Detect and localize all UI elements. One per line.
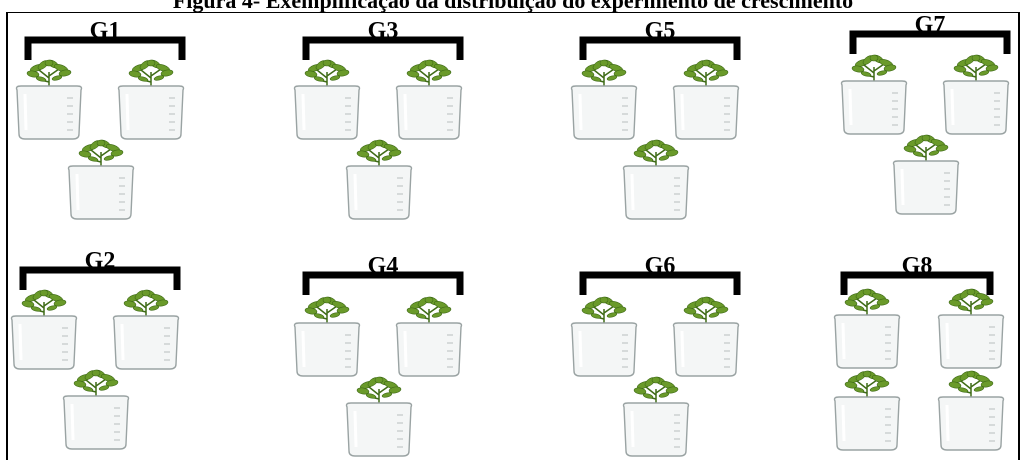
beaker-glass [672, 322, 740, 377]
plant-icon [21, 289, 67, 320]
plant-icon [633, 376, 679, 407]
group-bracket [19, 266, 181, 290]
group-bracket [579, 271, 741, 295]
beaker-glass [942, 80, 1010, 135]
plant-icon [406, 296, 452, 327]
beaker-plant [117, 59, 185, 140]
plant-icon [953, 54, 999, 85]
plant-icon [406, 59, 452, 90]
beaker-plant [570, 296, 638, 377]
plant-icon [683, 59, 729, 90]
beaker-plant [293, 59, 361, 140]
beaker-plant [15, 59, 83, 140]
beaker-glass [117, 85, 185, 140]
beaker-glass [395, 322, 463, 377]
beaker-glass [622, 165, 690, 220]
beaker-plant [892, 134, 960, 215]
beaker-plant [833, 370, 901, 451]
beaker-plant [395, 59, 463, 140]
beaker-plant [395, 296, 463, 377]
beaker-glass [937, 314, 1005, 369]
beaker-plant [62, 369, 130, 450]
plant-icon [851, 54, 897, 85]
plant-icon [304, 296, 350, 327]
figure-frame [6, 12, 1020, 460]
beaker-plant [67, 139, 135, 220]
beaker-glass [892, 160, 960, 215]
group-bracket [24, 36, 186, 60]
beaker-glass [622, 402, 690, 457]
plant-icon [73, 369, 119, 400]
plant-icon [26, 59, 72, 90]
plant-icon [123, 289, 169, 320]
beaker-plant [942, 54, 1010, 135]
beaker-plant [622, 376, 690, 457]
plant-icon [356, 139, 402, 170]
plant-icon [78, 139, 124, 170]
beaker-glass [293, 85, 361, 140]
figure-title: Figura 4- Exemplificação da distribuição… [172, 0, 854, 13]
plant-icon [304, 59, 350, 90]
beaker-glass [345, 165, 413, 220]
plant-icon [581, 296, 627, 327]
beaker-plant [293, 296, 361, 377]
plant-icon [581, 59, 627, 90]
beaker-glass [345, 402, 413, 457]
plant-icon [128, 59, 174, 90]
beaker-plant [937, 370, 1005, 451]
beaker-glass [672, 85, 740, 140]
beaker-plant [840, 54, 908, 135]
plant-icon [356, 376, 402, 407]
beaker-glass [293, 322, 361, 377]
beaker-glass [570, 322, 638, 377]
beaker-plant [345, 139, 413, 220]
beaker-plant [10, 289, 78, 370]
beaker-plant [937, 288, 1005, 369]
beaker-plant [112, 289, 180, 370]
plant-icon [903, 134, 949, 165]
beaker-glass [112, 315, 180, 370]
beaker-plant [570, 59, 638, 140]
beaker-glass [10, 315, 78, 370]
beaker-glass [570, 85, 638, 140]
group-bracket [840, 271, 994, 295]
group-bracket [302, 271, 464, 295]
beaker-plant [833, 288, 901, 369]
beaker-plant [672, 59, 740, 140]
group-bracket [302, 36, 464, 60]
plant-icon [948, 370, 994, 401]
beaker-plant [622, 139, 690, 220]
plant-icon [844, 370, 890, 401]
beaker-glass [67, 165, 135, 220]
plant-icon [633, 139, 679, 170]
beaker-glass [937, 396, 1005, 451]
beaker-glass [395, 85, 463, 140]
beaker-plant [345, 376, 413, 457]
plant-icon [948, 288, 994, 319]
beaker-glass [833, 314, 901, 369]
beaker-glass [833, 396, 901, 451]
beaker-glass [62, 395, 130, 450]
beaker-glass [840, 80, 908, 135]
plant-icon [844, 288, 890, 319]
beaker-glass [15, 85, 83, 140]
group-bracket [579, 36, 741, 60]
plant-icon [683, 296, 729, 327]
beaker-plant [672, 296, 740, 377]
group-bracket [849, 30, 1011, 54]
